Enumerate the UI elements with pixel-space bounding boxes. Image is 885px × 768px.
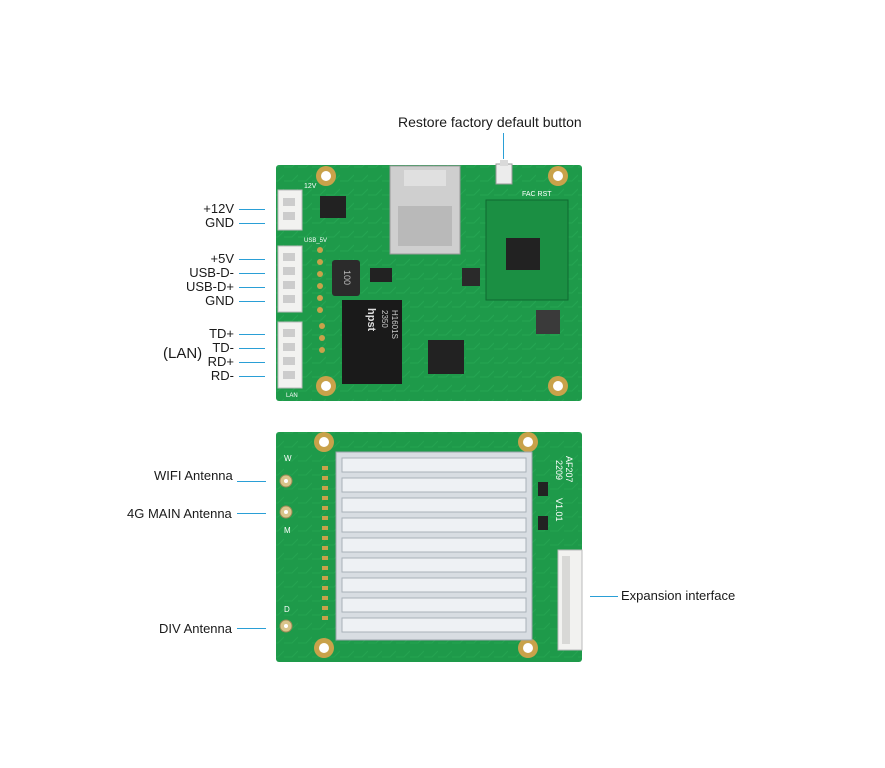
heatsink: [335, 451, 533, 641]
pin-label-gnd: GND: [205, 293, 234, 308]
power-connector: [277, 189, 303, 231]
chip: [536, 310, 560, 334]
inductor: 100: [332, 260, 360, 296]
pin-label-rd-plus: RD+: [207, 354, 234, 369]
chip: [370, 268, 392, 282]
callout-line: [237, 628, 266, 629]
silk-version: V1.01: [554, 498, 564, 522]
callout-line: [239, 259, 265, 260]
bottom-board: W M D AF207 2209 V1.01: [276, 432, 583, 662]
callout-line: [239, 273, 265, 274]
callout-line: [237, 513, 266, 514]
expansion-interface-callout: Expansion interface: [621, 588, 736, 603]
svg-text:hpst: hpst: [365, 308, 377, 332]
silk-model: AF207: [564, 456, 574, 483]
mount-hole: [314, 432, 334, 452]
pin-label-usb-dm: USB-D-: [189, 265, 234, 280]
lan-group-label: (LAN): [163, 345, 203, 362]
lan-connector: [277, 321, 303, 389]
callout-line: [503, 133, 504, 159]
wifi-module: [485, 199, 569, 301]
test-pads: [317, 247, 325, 353]
callout-line: [239, 287, 265, 288]
pin-label-td-plus: TD+: [209, 326, 234, 341]
mount-hole: [548, 166, 568, 186]
wifi-antenna-callout: WIFI Antenna: [154, 468, 233, 483]
callout-line: [590, 596, 618, 597]
svg-text:2350: 2350: [380, 310, 389, 328]
pin-label-td-minus: TD-: [212, 340, 234, 355]
mount-hole: [314, 638, 334, 658]
top-board: 12V USB_5V LAN FAC RST 100 hpst 2350 H16…: [276, 160, 582, 401]
svg-text:100: 100: [342, 270, 352, 285]
callout-line: [239, 209, 265, 210]
restore-button-callout: Restore factory default button: [398, 114, 582, 130]
callout-line: [239, 301, 265, 302]
div-antenna-callout: DIV Antenna: [159, 621, 232, 636]
reset-button: [495, 160, 513, 185]
lan-transformer: hpst 2350 H1601S: [342, 300, 402, 384]
mount-hole: [316, 376, 336, 396]
pin-label-rd-minus: RD-: [210, 368, 234, 383]
transistor: [538, 482, 548, 496]
silk-date: 2209: [554, 460, 564, 480]
mount-hole: [316, 166, 336, 186]
pin-label-usb-dp: USB-D+: [185, 279, 234, 294]
chip: [428, 340, 464, 374]
silk-d: D: [284, 605, 290, 614]
silk-m: M: [284, 526, 291, 535]
pin-label-5v: +5V: [210, 251, 235, 266]
castellated-pads: [322, 466, 328, 620]
silk-lan: LAN: [286, 393, 298, 399]
chip: [462, 268, 480, 286]
silk-fac-rst: FAC RST: [522, 191, 552, 198]
callout-line: [239, 223, 265, 224]
callout-line: [239, 334, 265, 335]
main-antenna-connector: [279, 505, 293, 519]
diode: [320, 196, 346, 218]
div-antenna-connector: [279, 619, 293, 633]
silk-usb5v: USB_5V: [304, 238, 327, 244]
silk-12v: 12V: [304, 183, 317, 190]
silk-w: W: [284, 454, 292, 463]
mount-hole: [548, 376, 568, 396]
wifi-antenna-connector: [279, 474, 293, 488]
usb-connector: [277, 245, 303, 313]
sim-slot: [389, 165, 461, 255]
pin-label-gnd: GND: [205, 215, 234, 230]
callout-line: [239, 348, 265, 349]
mount-hole: [518, 638, 538, 658]
svg-text:H1601S: H1601S: [390, 310, 399, 339]
callout-line: [239, 362, 265, 363]
callout-line: [237, 481, 266, 482]
pin-label-12v: +12V: [203, 201, 234, 216]
transistor: [538, 516, 548, 530]
main-antenna-callout: 4G MAIN Antenna: [127, 506, 232, 521]
mount-hole: [518, 432, 538, 452]
expansion-connector: [557, 549, 583, 651]
callout-line: [239, 376, 265, 377]
